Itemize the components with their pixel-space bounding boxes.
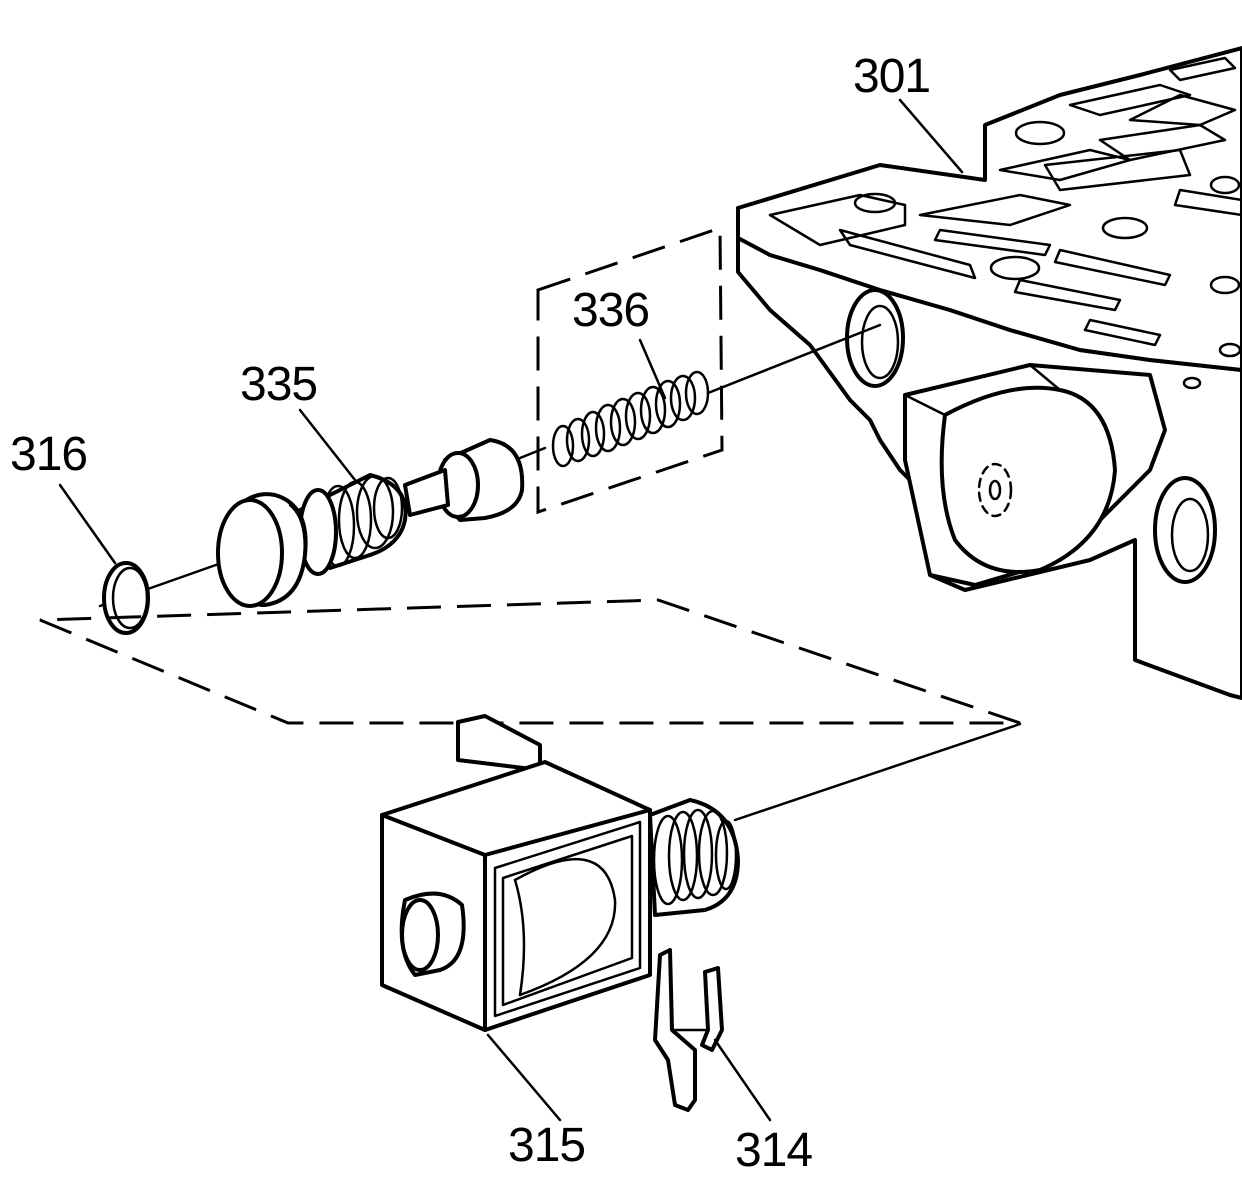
leader-lines (58, 98, 964, 1122)
callout-335: 335 (240, 358, 317, 411)
callout-316: 316 (10, 428, 87, 481)
valve (216, 438, 525, 608)
side-bore (1153, 476, 1217, 584)
callout-315: 315 (508, 1119, 585, 1172)
valve-bore (845, 288, 905, 388)
callout-314: 314 (735, 1124, 812, 1177)
solenoid (380, 714, 740, 1032)
alignment-guide (39, 598, 1021, 725)
spring (551, 370, 710, 468)
valve-body-passages (768, 56, 1242, 358)
assembly-axis (706, 323, 882, 395)
retainer-ring (102, 561, 150, 635)
callout-301: 301 (853, 50, 930, 103)
retaining-clip (653, 948, 724, 1112)
spring-group-box (536, 225, 724, 515)
callout-336: 336 (572, 284, 649, 337)
installed-solenoid (903, 363, 1202, 587)
